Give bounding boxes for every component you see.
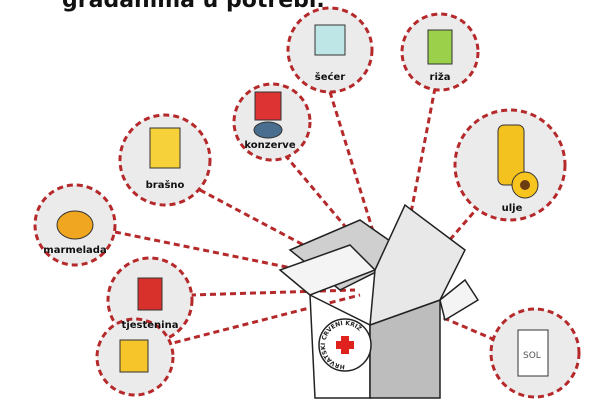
- label-brasno: brašno: [145, 180, 185, 191]
- label-riza: riža: [429, 72, 451, 83]
- flour-icon: [149, 127, 181, 169]
- label-secer: šećer: [314, 72, 346, 83]
- label-ulje: ulje: [501, 203, 523, 214]
- label-marmelada: marmelada: [43, 245, 107, 256]
- jam-icon: [56, 210, 94, 240]
- label-konzerve: konzerve: [244, 140, 296, 151]
- cans-icon: [253, 91, 283, 139]
- partial-item-icon: [119, 339, 149, 373]
- red-cross-box: [278, 203, 480, 399]
- sugar-icon: [314, 24, 346, 56]
- salt-icon: [517, 329, 549, 377]
- pasta-icon: [137, 277, 163, 311]
- rice-icon: [427, 29, 453, 65]
- header-text: građanima u potrebi.: [62, 0, 325, 13]
- oil-icon: [497, 124, 539, 199]
- label-tjestenina: tjestenina: [121, 320, 179, 331]
- salt-label: SOL: [523, 351, 541, 361]
